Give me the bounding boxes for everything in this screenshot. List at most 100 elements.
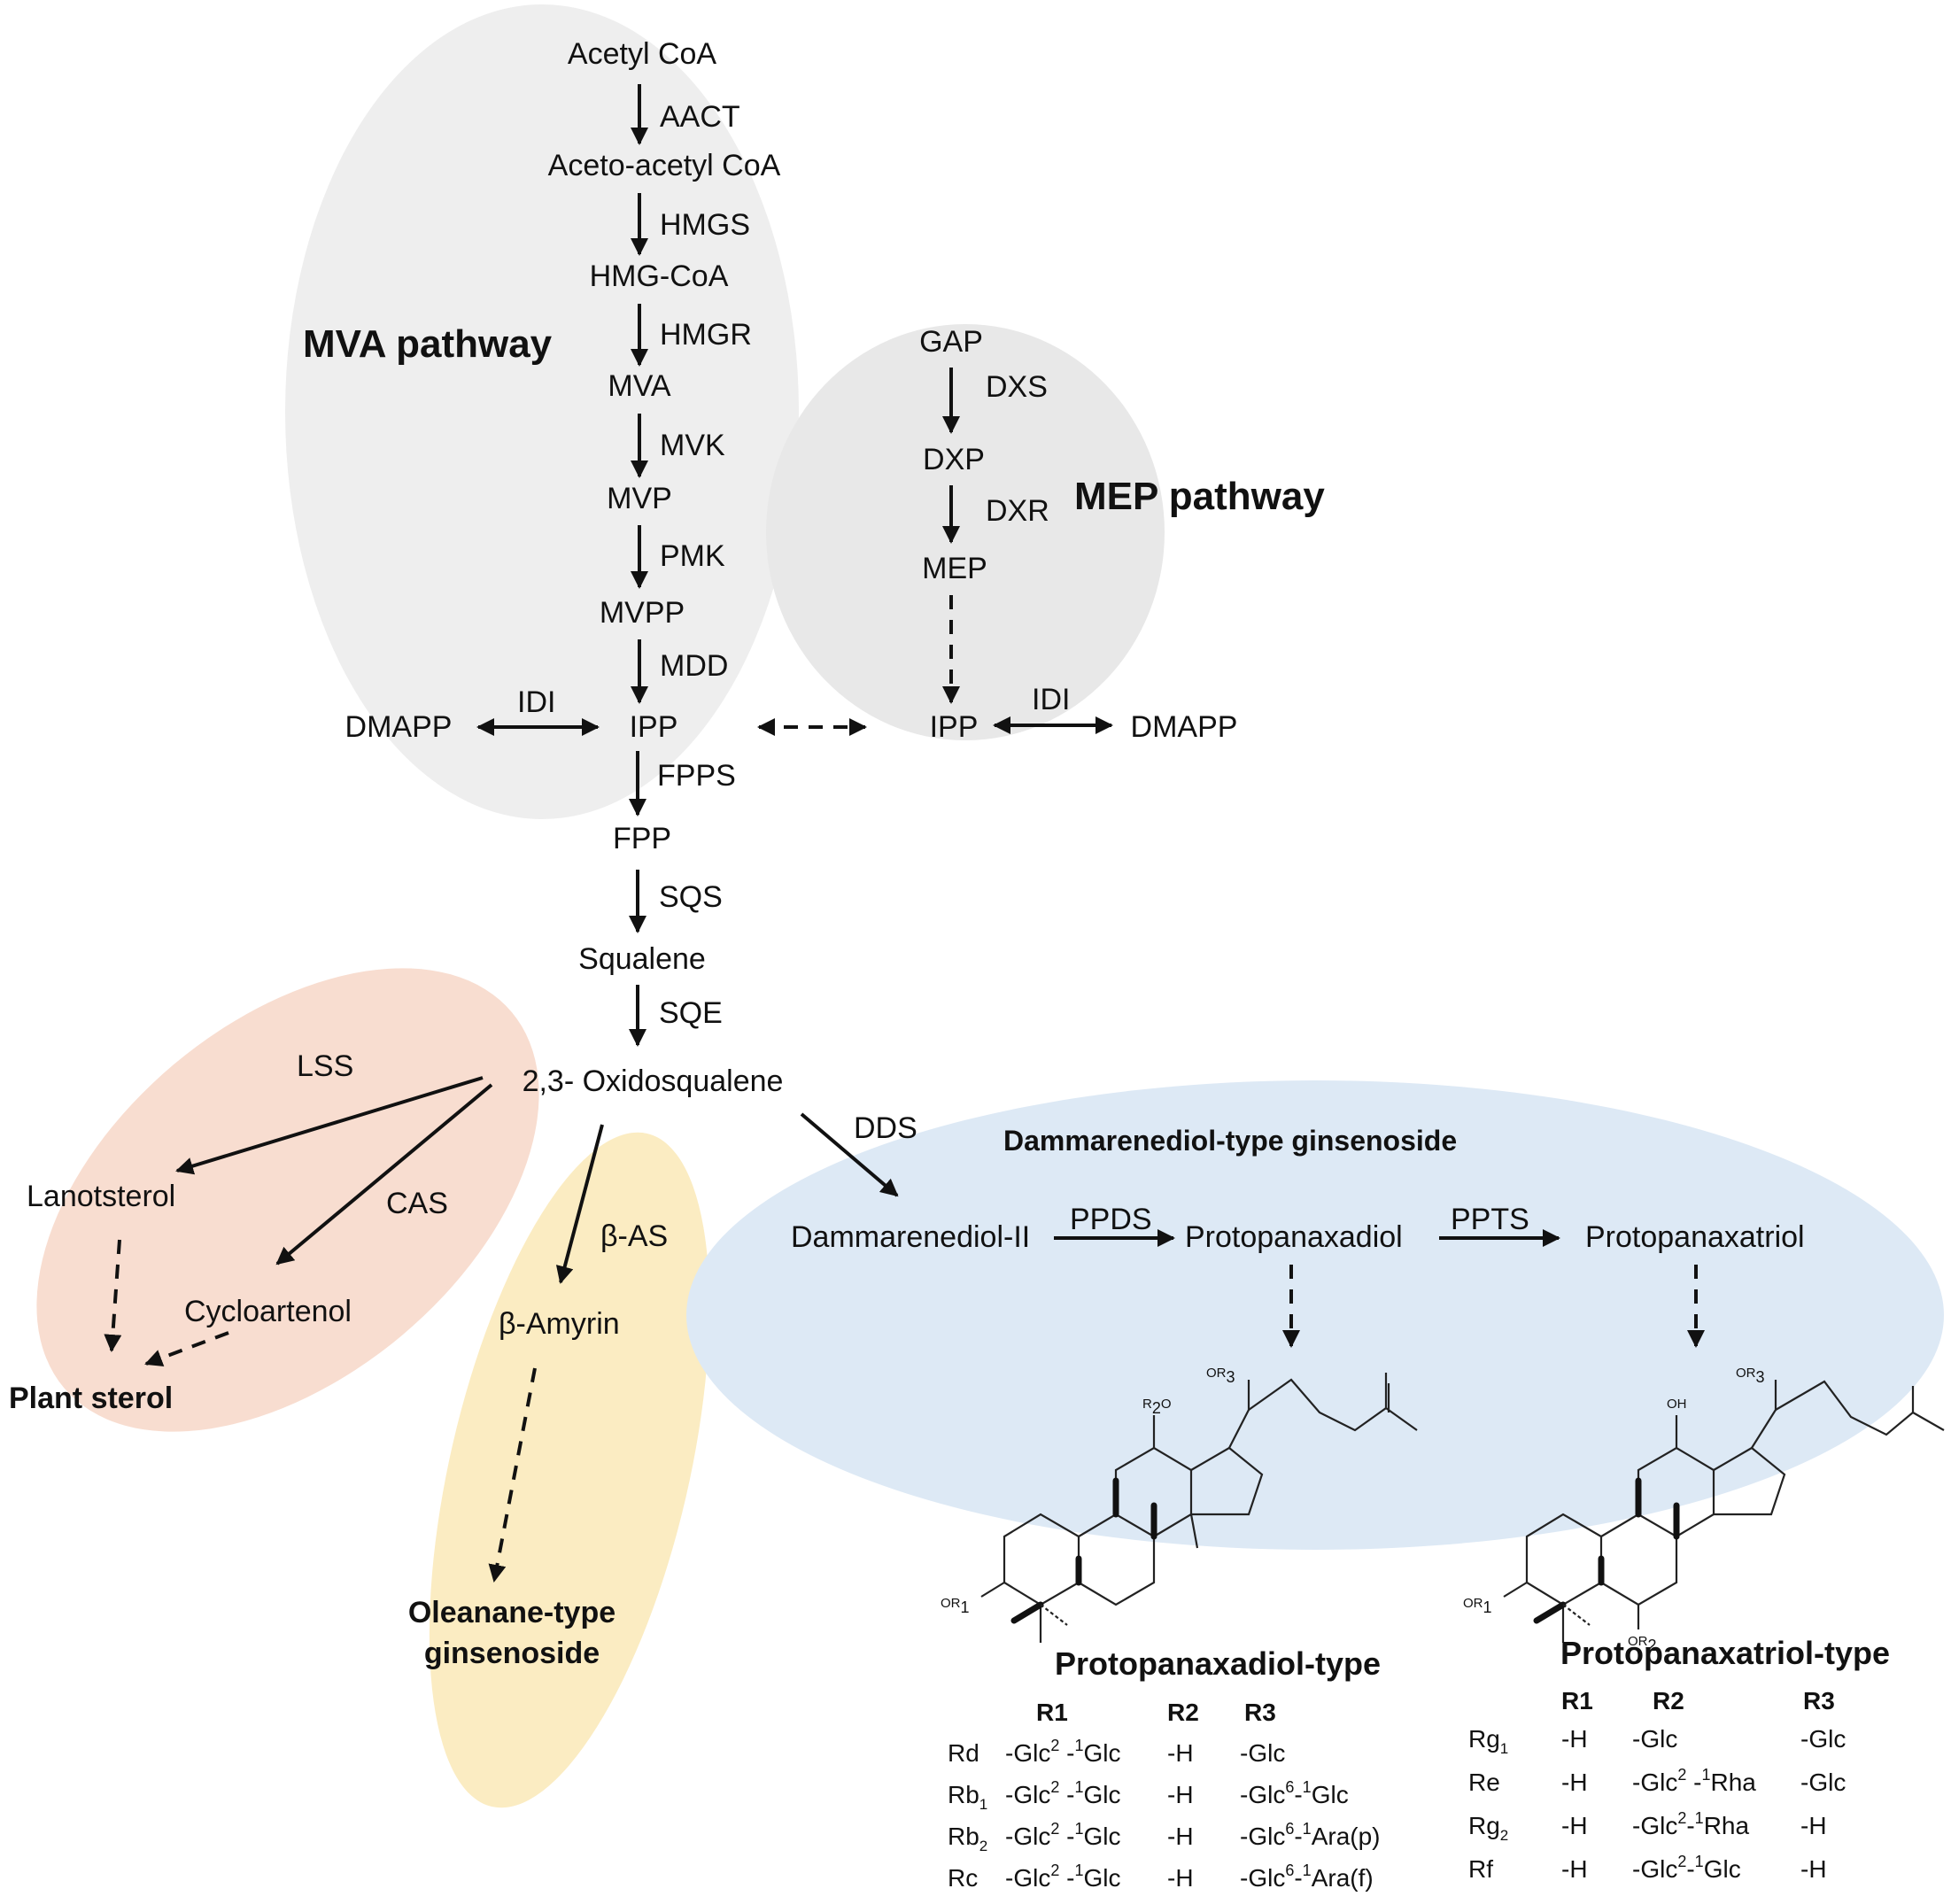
ppt-table-row-name: Rg1 [1468, 1725, 1508, 1757]
oleanane-title-1: Oleanane-type [408, 1596, 615, 1629]
enzyme-idi-mep: IDI [1032, 683, 1070, 716]
enzyme-fpps: FPPS [657, 759, 736, 793]
ppd-table-row-r3: -Glc [1240, 1739, 1285, 1767]
gap: GAP [919, 325, 983, 359]
arrow-lss [175, 1076, 484, 1175]
ppt-or2-label: OR2 [1628, 1634, 1657, 1654]
ppt-table-header-r3: R3 [1803, 1687, 1835, 1714]
ppd-r2o-label: R2O [1142, 1397, 1172, 1417]
ppd-table-row-r2: -H [1167, 1864, 1194, 1892]
enzyme-aact: AACT [660, 100, 740, 134]
beta-amyrin: β-Amyrin [499, 1307, 620, 1341]
enzyme-pmk: PMK [660, 539, 725, 573]
oleanane-region [429, 1132, 710, 1808]
enzyme-idi-mva: IDI [517, 685, 555, 719]
enzyme-sqs: SQS [659, 880, 723, 914]
mva-region [285, 4, 799, 819]
ppd-or3-label: OR3 [1206, 1366, 1235, 1386]
cycloartenol: Cycloartenol [184, 1295, 352, 1328]
ppd-table-row-r3: -Glc6-1Glc [1240, 1778, 1349, 1808]
arrow-cas [275, 1083, 493, 1265]
mep-dmapp: DMAPP [1131, 710, 1238, 744]
ppt-table-row-r3: -Glc [1800, 1725, 1846, 1753]
ppt-table-header-r2: R2 [1653, 1687, 1684, 1714]
ppd-table-title: Protopanaxadiol-type [1055, 1645, 1381, 1682]
ppd-table-row-name: Rd [948, 1739, 979, 1767]
ppt-oh-label: OH [1667, 1397, 1687, 1412]
ppd-table-row-r3: -Glc6-1Ara(p) [1240, 1820, 1380, 1850]
ppt-table-row-name: Rf [1468, 1855, 1493, 1883]
oxidosqualene: 2,3- Oxidosqualene [523, 1064, 784, 1098]
arrow-bas [555, 1124, 604, 1284]
enzyme-hmgs: HMGS [660, 208, 750, 242]
mep-pathway-label: MEP pathway [1074, 475, 1325, 518]
ppt-table-row-r3: -H [1800, 1812, 1827, 1839]
enzyme-dxs: DXS [986, 370, 1048, 404]
ppd-table-row-r3: -Glc6-1Ara(f) [1240, 1861, 1374, 1892]
acetoacetyl-coa: Aceto-acetyl CoA [548, 149, 781, 182]
ppt-table-row-r3: -H [1800, 1855, 1827, 1883]
hmg-coa: HMG-CoA [590, 259, 729, 293]
ppt-table-title: Protopanaxatriol-type [1560, 1635, 1890, 1671]
ppt-or3-label: OR3 [1736, 1366, 1765, 1386]
sterol-region [36, 968, 539, 1432]
enzyme-bas: β-AS [600, 1219, 668, 1253]
ppt-table-row-name: Rg2 [1468, 1812, 1508, 1844]
ppt-table-row-r1: -H [1561, 1769, 1588, 1796]
mva: MVA [608, 369, 670, 403]
enzyme-dxr: DXR [986, 494, 1049, 528]
lanosterol: Lanotsterol [27, 1180, 175, 1213]
ppd-or1-label: OR1 [941, 1596, 970, 1616]
protopanaxadiol: Protopanaxadiol [1185, 1220, 1403, 1254]
enzyme-cas: CAS [386, 1187, 448, 1220]
ppt-table-row-r2: -Glc2-1Glc [1632, 1853, 1741, 1883]
squalene: Squalene [578, 942, 706, 976]
oleanane-title-2: ginsenoside [424, 1637, 600, 1670]
mvpp: MVPP [600, 596, 685, 630]
enzyme-lss: LSS [297, 1049, 353, 1083]
ppd-table-row-r1: -Glc2 -1Glc [1005, 1861, 1120, 1892]
fpp: FPP [613, 822, 671, 855]
ppt-table-row-r2: -Glc2 -1Rha [1632, 1766, 1756, 1796]
ppt-table-row-r3: -Glc [1800, 1769, 1846, 1796]
ppd-table-row-r1: -Glc2 -1Glc [1005, 1737, 1120, 1767]
mvp: MVP [607, 482, 672, 515]
enzyme-ppds: PPDS [1070, 1203, 1152, 1236]
mva-dmapp: DMAPP [345, 710, 453, 744]
ppt-or1-label: OR1 [1463, 1596, 1492, 1616]
enzyme-hmgr: HMGR [660, 318, 752, 352]
dxp: DXP [923, 443, 985, 476]
ppt-table-row-r2: -Glc2-1Rha [1632, 1809, 1749, 1839]
enzyme-mvk: MVK [660, 429, 725, 462]
arrow-lanosterol-sterol [104, 1239, 122, 1352]
dammarane-region [686, 1080, 1944, 1550]
dammarenediol-type-label: Dammarenediol-type ginsenoside [1003, 1125, 1457, 1157]
mva-pathway-label: MVA pathway [303, 322, 553, 366]
ppd-table-header-r2: R2 [1167, 1699, 1199, 1726]
ppd-table-row-name: Rc [948, 1864, 978, 1892]
enzyme-dds: DDS [854, 1111, 917, 1145]
ppt-table-row-r2: -Glc [1632, 1725, 1677, 1753]
ppd-table-row-r2: -H [1167, 1739, 1194, 1767]
ppd-table-row-name: Rb2 [948, 1823, 987, 1854]
ppd-structure: OR1 R2O OR3 [941, 1366, 1418, 1643]
protopanaxatriol: Protopanaxatriol [1585, 1220, 1805, 1254]
ppd-table-row-r1: -Glc2 -1Glc [1005, 1820, 1120, 1850]
ppd-table-row-r2: -H [1167, 1781, 1194, 1808]
ppd-table-header-r3: R3 [1244, 1699, 1276, 1726]
mep-ipp: IPP [930, 710, 979, 744]
mva-ipp: IPP [630, 710, 678, 744]
ppd-table-header-r1: R1 [1036, 1699, 1068, 1726]
ppt-table-row-name: Re [1468, 1769, 1500, 1796]
ppd-table-row-name: Rb1 [948, 1781, 987, 1813]
acetyl-coa: Acetyl CoA [568, 37, 716, 71]
enzyme-ppts: PPTS [1451, 1203, 1529, 1236]
ppt-table-row-r1: -H [1561, 1725, 1588, 1753]
ppt-table-row-r1: -H [1561, 1812, 1588, 1839]
arrow-dds [800, 1112, 899, 1197]
enzyme-sqe: SQE [659, 996, 723, 1030]
